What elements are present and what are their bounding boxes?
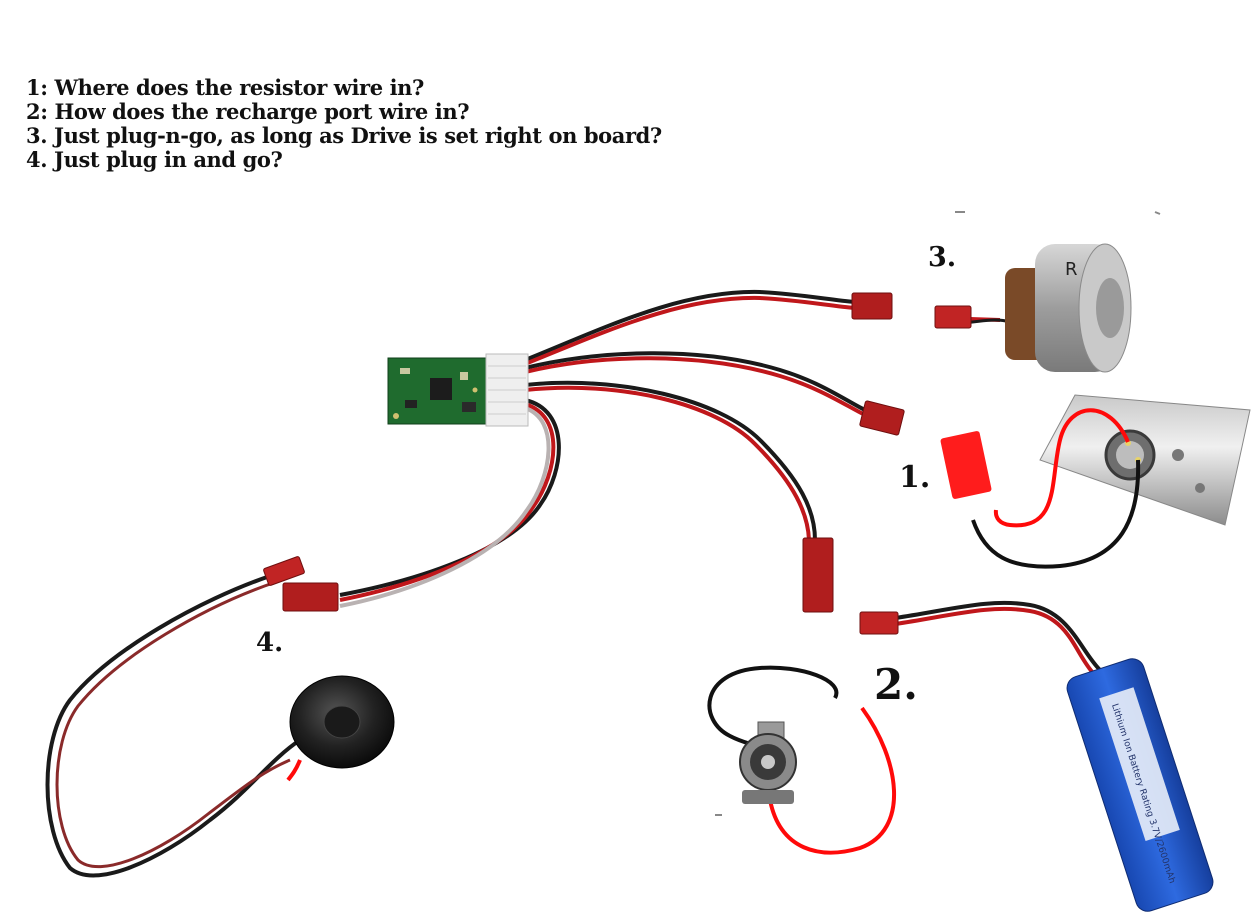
question-1: 1: Where does the resistor wire in? [26, 75, 424, 100]
question-4: 4. Just plug in and go? [26, 147, 283, 172]
component-1-switch-tube [940, 394, 1251, 569]
component-4-speaker [45, 556, 395, 878]
svg-text:R: R [1065, 259, 1078, 280]
question-list: 1: Where does the resistor wire in? 2: H… [26, 76, 662, 172]
component-3-motor: R [934, 243, 1132, 373]
label-4: 4. [256, 628, 284, 658]
harness-plug-1 [859, 400, 905, 436]
wire-to-plug-4 [339, 398, 561, 608]
question-3: 3. Just plug-n-go, as long as Drive is s… [26, 123, 662, 148]
component-2-battery: Lithium Ion Battery Rating 3.7V/2600mAh [859, 600, 1214, 912]
wire-to-plug-2 [524, 380, 817, 541]
pcb-board [387, 353, 529, 427]
label-3: 3. [928, 242, 957, 273]
wire-to-plug-1 [524, 351, 866, 417]
label-2: 2. [874, 660, 918, 709]
component-2-recharge-port [707, 665, 896, 855]
harness-plug-4 [282, 582, 339, 612]
wire-to-plug-3 [524, 289, 856, 366]
harness-plug-3 [851, 292, 893, 320]
harness-plug-2 [802, 537, 834, 613]
label-1: 1. [899, 460, 931, 495]
question-2: 2: How does the recharge port wire in? [26, 99, 470, 124]
